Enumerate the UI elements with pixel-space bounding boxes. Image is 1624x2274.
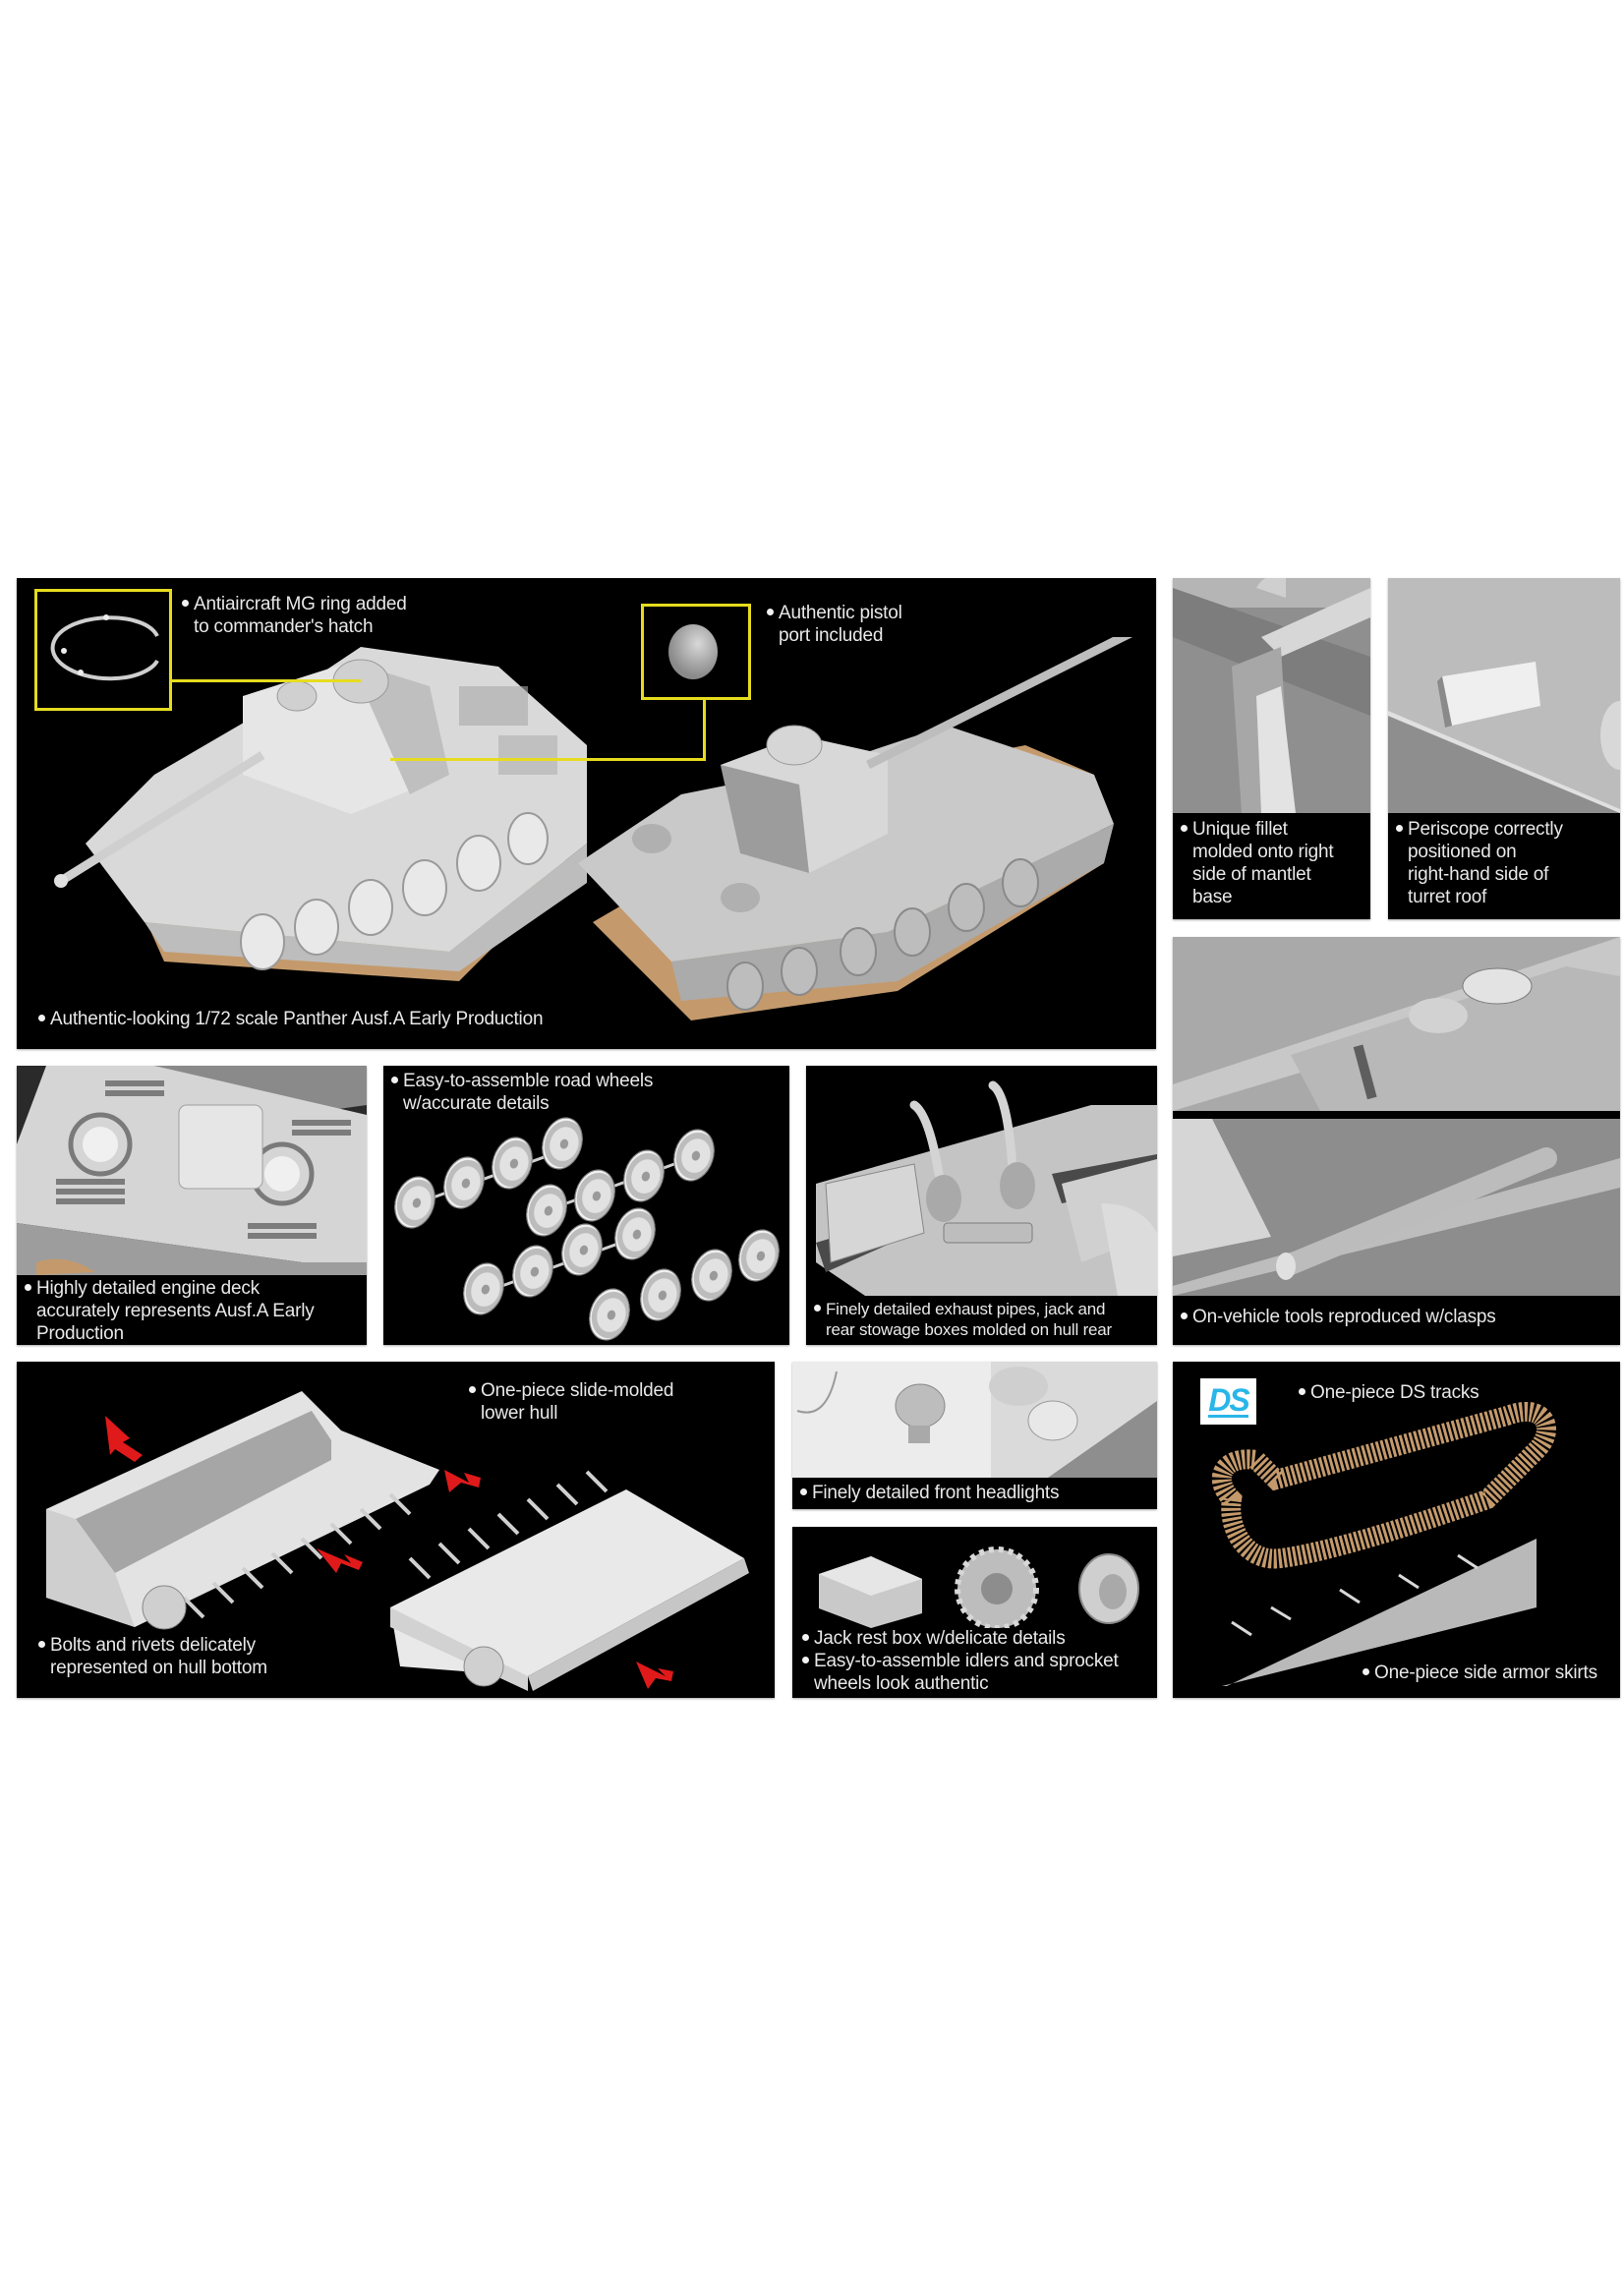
bullet-icon [802,1657,809,1663]
road-wheel [505,1240,560,1303]
sprocket-icon [955,1546,1039,1628]
ds-logo: DS [1200,1378,1256,1425]
road-wheel [387,1171,442,1234]
bullet-icon [25,1284,31,1291]
road-wheel [667,1124,722,1187]
callout-text: port included [779,625,884,646]
pistol-port-icon [668,624,718,679]
mg-ring-inset [34,589,172,711]
jack-box-panel: Jack rest box w/delicate details Easy-to… [792,1527,1157,1698]
bullet-icon [1363,1668,1369,1675]
tools-panel: On-vehicle tools reproduced w/clasps [1173,937,1620,1345]
engine-deck-render [17,1066,367,1275]
road-wheel [633,1263,688,1326]
callout-text: Authentic pistol [779,603,902,623]
road-wheel [616,1144,671,1207]
pistol-port-leader-vertical [703,700,706,761]
bullet-icon [814,1305,821,1312]
bullet-icon [1181,1312,1188,1319]
tools-render-bottom [1173,1119,1620,1296]
road-wheel [684,1244,739,1307]
parts-render [819,1546,1139,1628]
callout-text: Antiaircraft MG ring added [194,594,407,614]
lower-hull-render [46,1391,749,1691]
headlights-caption: Finely detailed front headlights [800,1482,1060,1504]
road-wheel [485,1132,540,1195]
periscope-render [1388,578,1620,813]
slide-molded-callout: One-piece slide-molded lower hull [469,1379,673,1425]
pistol-port-callout: Authentic pistol port included [767,602,902,647]
tools-caption: On-vehicle tools reproduced w/clasps [1181,1306,1496,1328]
periscope-panel: Periscope correctly positioned on right-… [1388,578,1620,919]
bullet-icon [469,1386,476,1393]
periscope-caption: Periscope correctly positioned on right-… [1396,818,1563,908]
road-wheel [519,1179,574,1242]
road-wheel [608,1202,663,1265]
bullet-icon [38,1641,45,1648]
road-wheels-panel: Easy-to-assemble road wheels w/accurate … [383,1066,789,1345]
exhaust-caption: Finely detailed exhaust pipes, jack and … [814,1299,1112,1340]
fillet-panel: Unique fillet molded onto right side of … [1173,578,1370,919]
skirts-callout: One-piece side armor skirts [1363,1662,1597,1684]
exhaust-panel: Finely detailed exhaust pipes, jack and … [806,1066,1157,1345]
bullet-icon [802,1634,809,1641]
panther-tank-render-right [578,637,1133,1020]
engine-deck-panel: Highly detailed engine deck accurately r… [17,1066,367,1345]
bullet-icon [1181,825,1188,832]
bullet-icon [1299,1388,1305,1395]
pistol-port-leader-horizontal [390,758,706,761]
mantlet-fillet-render [1173,578,1370,813]
bullet-icon [767,609,774,615]
road-wheels-caption: Easy-to-assemble road wheels w/accurate … [391,1070,653,1115]
ds-tracks-callout: One-piece DS tracks [1299,1381,1479,1404]
bullet-icon [800,1488,807,1495]
lower-hull-panel: One-piece slide-molded lower hull Bolts … [17,1362,775,1698]
bullet-icon [182,600,189,607]
bullet-icon [391,1077,398,1083]
arrow-icons [105,1416,673,1689]
pistol-port-inset [641,604,751,700]
track-render [1211,1401,1556,1686]
main-feature-panel: Antiaircraft MG ring added to commander'… [17,578,1156,1049]
bolts-callout: Bolts and rivets delicately represented … [38,1634,267,1679]
headlights-panel: Finely detailed front headlights [792,1362,1157,1509]
mg-ring-callout: Antiaircraft MG ring added to commander'… [182,593,407,638]
tracks-panel: DS One-piece DS tracks One-piece side ar… [1173,1362,1620,1698]
hull-rear-render [816,1080,1157,1296]
road-wheel [731,1224,786,1287]
road-wheel [535,1112,590,1175]
fillet-caption: Unique fillet molded onto right side of … [1181,818,1334,908]
panther-tank-render-left [54,647,587,981]
caption-text: Authentic-looking 1/72 scale Panther Aus… [50,1009,544,1029]
mg-ring-leader-line [172,679,361,682]
main-caption: Authentic-looking 1/72 scale Panther Aus… [38,1008,544,1030]
road-wheel [554,1218,609,1281]
road-wheel [582,1283,637,1345]
road-wheel [436,1151,492,1214]
road-wheel [567,1164,622,1227]
tools-render-top [1173,937,1620,1111]
bullet-icon [1396,825,1403,832]
bullet-icon [38,1015,45,1021]
mg-ring-icon [50,614,159,681]
engine-deck-caption: Highly detailed engine deck accurately r… [25,1277,315,1345]
idler-wheel-icon [1078,1553,1139,1624]
road-wheel [456,1257,511,1320]
callout-text: to commander's hatch [194,616,374,637]
jack-box-caption: Jack rest box w/delicate details Easy-to… [802,1627,1119,1695]
headlights-render [792,1362,1157,1478]
ds-logo-text: DS [1208,1382,1250,1418]
